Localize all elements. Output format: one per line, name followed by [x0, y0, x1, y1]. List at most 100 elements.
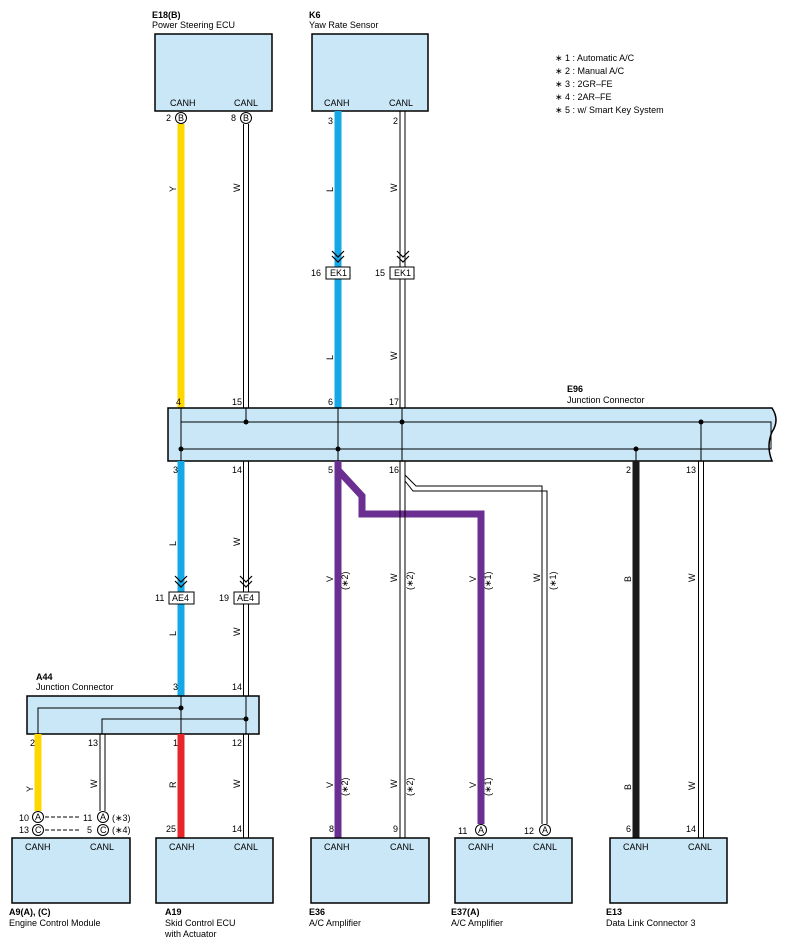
wire-label-v2: V: [468, 576, 478, 582]
e36-pin-l: 9: [393, 824, 398, 834]
a19-pin-h: 25: [166, 824, 176, 834]
legend-item-5: ∗ 5 : w/ Smart Key System: [555, 105, 664, 115]
ae4-box-left: [168, 591, 195, 605]
wire-label-y2: Y: [25, 786, 35, 792]
e18-pin-l: 8: [231, 113, 236, 123]
e96-name: Junction Connector: [567, 395, 645, 405]
e13-pin-h: 6: [626, 824, 631, 834]
a9-note-s1: (∗3): [112, 813, 131, 823]
wire-label-l2: L: [325, 355, 335, 360]
legend-item-2: ∗ 2 : Manual A/C: [555, 66, 625, 76]
e96-code: E96: [567, 384, 583, 394]
a44-pin-bot-2: 13: [88, 738, 98, 748]
a9-pin-r2: 13: [19, 825, 29, 835]
e36-box: [310, 837, 430, 904]
e13-canh: CANH: [623, 842, 649, 852]
wire-note-n2-c: (∗2): [405, 571, 415, 590]
e96-pin-bot-5: 2: [626, 465, 631, 475]
component-e18: E18(B) Power Steering ECU CANH CANL 2 B …: [152, 10, 273, 124]
ek1-pin-right: 15: [375, 268, 385, 278]
ae4-pin-left: 11: [155, 593, 164, 603]
component-e37: 11 A 12 A CANH CANL E37(A) A/C Amplifier: [451, 824, 573, 928]
wire-label-w4: W: [232, 537, 242, 546]
wire-note-n1-b: (∗1): [483, 777, 493, 796]
e96-pin-top-4: 17: [389, 397, 399, 407]
a44-code: A44: [36, 672, 53, 682]
ek1-label-right: EK1: [394, 268, 411, 278]
a44-pin-bot-4: 12: [232, 738, 242, 748]
wire-label-v1: V: [325, 576, 335, 582]
a44-name: Junction Connector: [36, 682, 114, 692]
ae4-box-right: [233, 591, 260, 605]
e13-pin-l: 14: [686, 824, 696, 834]
e18-conn-l: [240, 112, 252, 124]
legend-item-3: ∗ 3 : 2GR–FE: [555, 79, 613, 89]
wire-note-n1-a: (∗1): [483, 571, 493, 590]
e18-conn-h: [175, 112, 187, 124]
a44-box: [26, 695, 260, 735]
e96-pin-bot-4: 16: [389, 465, 399, 475]
e13-box: [609, 837, 728, 904]
a9-note-s2: (∗4): [112, 825, 131, 835]
wire-label-b1: B: [623, 576, 633, 582]
e36-name: A/C Amplifier: [309, 918, 361, 928]
wire-label-l3: L: [168, 541, 178, 546]
ek1-connector-left: EK1 16: [311, 250, 351, 280]
wire-label-w5: W: [232, 627, 242, 636]
a19-canl: CANL: [234, 842, 258, 852]
wire-note-n1-c: (∗1): [548, 571, 558, 590]
wire-note-n2-a: (∗2): [340, 571, 350, 590]
component-a19: 25 14 CANH CANL A19 Skid Control ECU wit…: [155, 824, 274, 939]
wire-label-w2: W: [389, 183, 399, 192]
e18-canl: CANL: [234, 98, 258, 108]
a9-connectors: 10 A 11 A (∗3) 13 C 5 C (∗4): [19, 811, 131, 836]
e37-name: A/C Amplifier: [451, 918, 503, 928]
a9-conn-r2: C: [35, 825, 42, 835]
wire-label-w1: W: [232, 183, 242, 192]
e18-pin-h: 2: [166, 113, 171, 123]
a9-pin-s2: 5: [87, 825, 92, 835]
wire-label-l4: L: [168, 631, 178, 636]
wire-note-n2-b: (∗2): [340, 777, 350, 796]
e36-pin-h: 8: [329, 824, 334, 834]
e18-conn-l-label: B: [243, 113, 249, 123]
k6-pin-h: 3: [328, 116, 333, 126]
wire-label-w11: W: [89, 779, 99, 788]
a9-pin-s1: 11: [83, 813, 92, 823]
wire-label-w3: W: [389, 351, 399, 360]
a9-conn-s2: C: [100, 825, 107, 835]
a9-name: Engine Control Module: [9, 918, 101, 928]
ae4-label-right: AE4: [237, 593, 254, 603]
wire-label-b2: B: [623, 784, 633, 790]
e37-pin-l: 12: [524, 826, 534, 836]
wire-note-n2-d: (∗2): [405, 777, 415, 796]
ek1-pin-left: 16: [311, 268, 321, 278]
e37-canh: CANH: [468, 842, 494, 852]
a9-canh: CANH: [25, 842, 51, 852]
e18-code: E18(B): [152, 10, 181, 20]
e96-box: [167, 407, 777, 462]
component-e96: E96 Junction Connector 4 15 6 17 3 14 5 …: [167, 384, 777, 475]
legend-item-1: ∗ 1 : Automatic A/C: [555, 53, 635, 63]
wire-label-l1: L: [325, 187, 335, 192]
a9-conn-s1: A: [100, 812, 106, 822]
a19-box: [155, 837, 274, 904]
wire-label-y1: Y: [168, 186, 178, 192]
e37-conn-h: A: [478, 825, 484, 835]
wire-label-w6: W: [389, 573, 399, 582]
ae4-connector-left: AE4 11: [155, 575, 195, 605]
wire-label-w8: W: [532, 573, 542, 582]
wire-label-w7: W: [389, 779, 399, 788]
ek1-connector-right: EK1 15: [375, 250, 415, 280]
k6-canh: CANH: [324, 98, 350, 108]
ek1-box-right: [389, 266, 415, 280]
e18-name: Power Steering ECU: [152, 20, 235, 30]
ek1-box-left: [325, 266, 351, 280]
wire-label-v3: V: [325, 782, 335, 788]
wire-label-w10: W: [687, 781, 697, 790]
e96-pin-top-2: 15: [232, 397, 242, 407]
e37-pin-h: 11: [458, 826, 467, 836]
a19-canh: CANH: [169, 842, 195, 852]
k6-name: Yaw Rate Sensor: [309, 20, 378, 30]
ae4-label-left: AE4: [172, 593, 189, 603]
